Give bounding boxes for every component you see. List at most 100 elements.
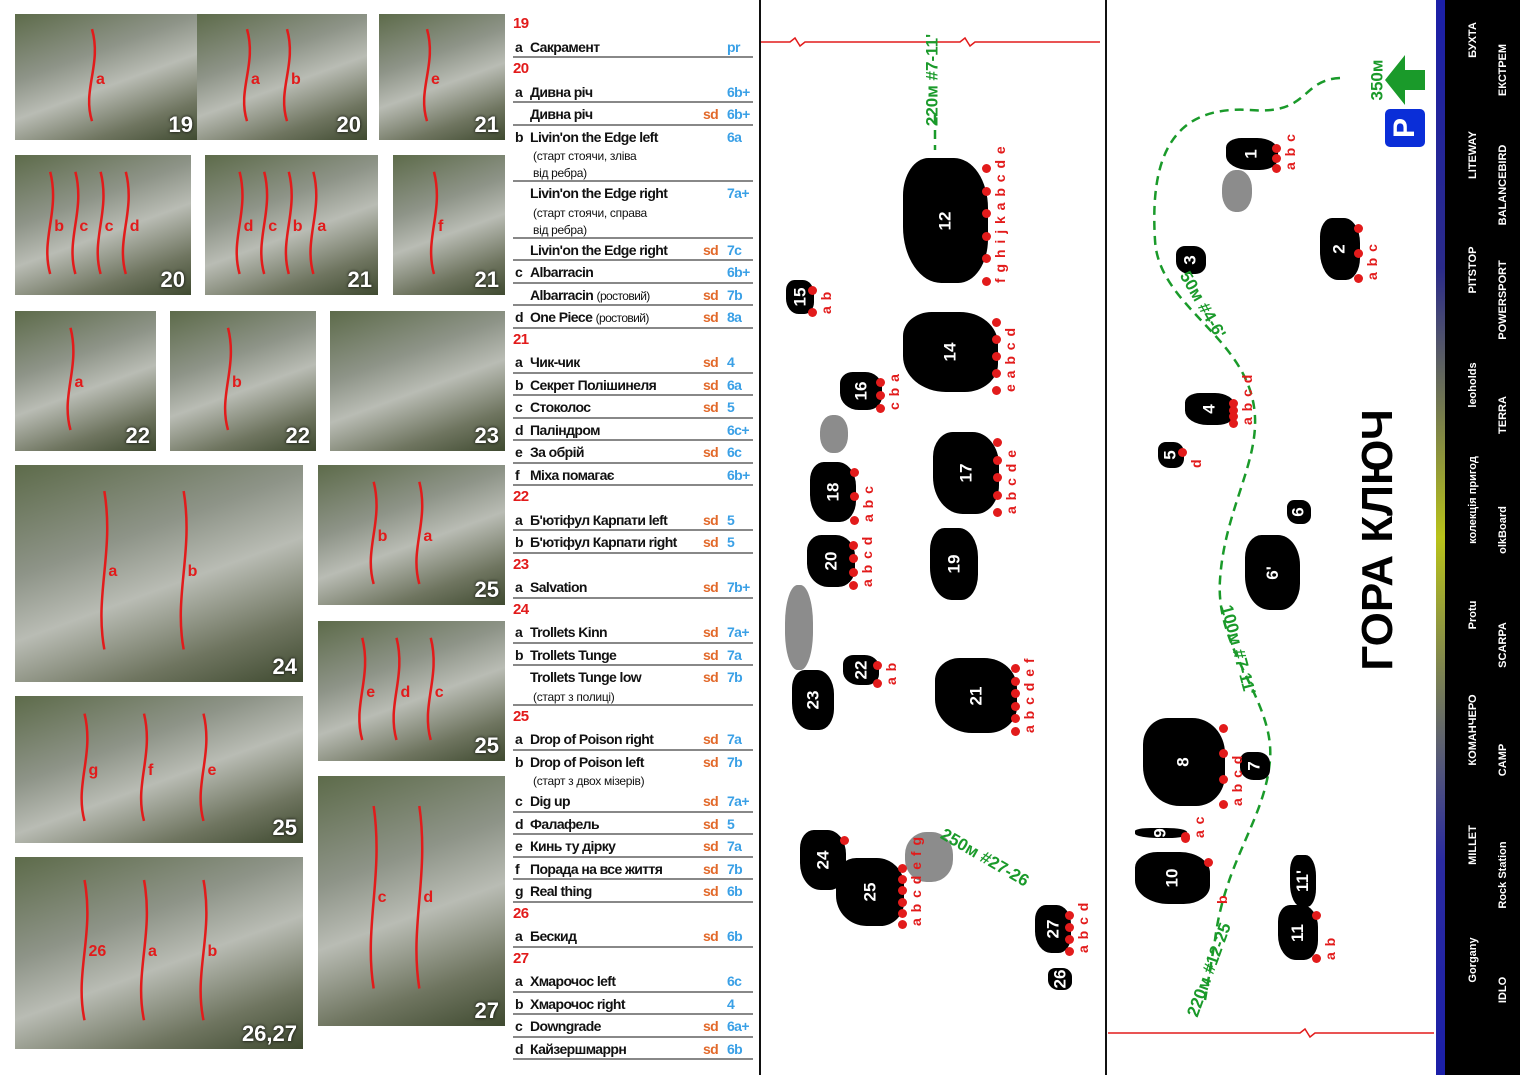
- sit-start-tag: sd: [703, 753, 719, 770]
- boulder-marker[interactable]: 25: [836, 858, 904, 926]
- route-name-text: Livin'on the Edge right: [530, 241, 668, 258]
- boulder-number: 7: [1245, 761, 1264, 771]
- boulder-number: 8: [1174, 757, 1193, 767]
- boulder-header: 27: [513, 949, 529, 967]
- route-name-text: Хмарочос right: [530, 995, 626, 1012]
- route-name: Порада на все життя: [530, 858, 663, 881]
- route-start-dot: [1272, 164, 1281, 173]
- route-letter: e: [431, 70, 440, 88]
- boulder-marker[interactable]: 9: [1135, 828, 1187, 838]
- boulder-marker[interactable]: 8: [1143, 718, 1225, 806]
- boulder-marker[interactable]: 26: [1048, 968, 1072, 990]
- sit-start-tag: sd: [703, 354, 719, 370]
- small-rock: [1222, 170, 1252, 212]
- route-start-dot: [982, 277, 991, 286]
- route-start-dot: [1065, 947, 1074, 956]
- boulder-marker[interactable]: 18: [810, 462, 856, 522]
- boulder-marker[interactable]: 1: [1226, 138, 1278, 170]
- route-start-dot: [849, 541, 858, 550]
- area-title: ГОРА КЛЮЧ: [1353, 409, 1402, 671]
- boulder-route-letters: c b a: [886, 373, 902, 410]
- boulder-marker[interactable]: 14: [903, 312, 998, 392]
- route-letter: a: [251, 70, 260, 88]
- boulder-marker[interactable]: 20: [807, 535, 855, 587]
- route-start-dot: [876, 404, 885, 413]
- route-letter: b: [515, 753, 524, 770]
- boulder-number: 14: [940, 342, 960, 362]
- route-start-dot: [1065, 911, 1074, 920]
- route-letter: a: [96, 70, 105, 88]
- route-letter: c: [268, 218, 278, 235]
- photo-label: 23: [474, 423, 499, 448]
- route-letter: c: [515, 793, 523, 809]
- route-start-dot: [1229, 405, 1238, 415]
- boulder-number: 23: [802, 690, 822, 710]
- boulder-marker[interactable]: 23: [792, 670, 834, 730]
- direction-arrow-icon: [1385, 55, 1425, 105]
- distance-label: 220м #7-11': [923, 34, 943, 126]
- boulder-number: 1: [1242, 149, 1261, 159]
- boulder-number: 12: [935, 211, 955, 230]
- boulder-route-letters: a b: [818, 290, 834, 314]
- route-name: Drop of Poison left: [530, 751, 644, 774]
- route-letter: e: [366, 684, 376, 701]
- boulder-marker[interactable]: 11: [1278, 905, 1318, 960]
- boulder-route-letters: a b c: [1282, 133, 1298, 170]
- boulder-route-letters: a b c d e f g: [908, 835, 924, 926]
- boulder-route-letters: a b: [883, 661, 899, 685]
- boulder-header: 26: [513, 904, 529, 922]
- sit-start-tag: sd: [703, 444, 719, 460]
- photo-label: 20: [160, 267, 185, 292]
- photo-label: 22: [285, 423, 310, 448]
- boulder-marker[interactable]: 7: [1240, 752, 1270, 780]
- route-letter: b: [292, 218, 303, 235]
- route-start-dot: [898, 886, 907, 896]
- route-letter: b: [187, 562, 198, 580]
- boulder-route-letters: a b c: [1364, 243, 1380, 280]
- boulder-marker[interactable]: 10: [1135, 852, 1210, 904]
- boulder-marker[interactable]: 2: [1320, 218, 1360, 280]
- route-start-dot: [1219, 749, 1228, 759]
- boulder-marker[interactable]: 12: [903, 158, 988, 283]
- route-start-dot: [1178, 448, 1187, 457]
- boulder-marker[interactable]: 3: [1176, 246, 1206, 274]
- route-start-dot: [993, 438, 1002, 447]
- route-note: (старт з полиці): [513, 689, 753, 706]
- route-letter: e: [207, 762, 217, 780]
- route-name: Б'ютіфул Карпати right: [530, 531, 677, 554]
- route-name: Б'ютіфул Карпати left: [530, 509, 668, 532]
- route-name-text: Стоколос: [530, 399, 591, 415]
- small-rock: [905, 832, 953, 882]
- route-start-dot: [1011, 727, 1020, 736]
- boulder-marker[interactable]: 11': [1290, 855, 1316, 907]
- boulder-number: 11: [1287, 923, 1307, 942]
- photo-label: 26,27: [241, 1021, 297, 1046]
- route-name-text: Чик-чик: [530, 354, 580, 370]
- route-letter: b: [515, 128, 524, 145]
- small-rock: [785, 585, 813, 670]
- route-start-dot: [898, 864, 907, 873]
- boulder-marker[interactable]: 17: [933, 432, 999, 514]
- boulder-route-letters: a b c d e: [1003, 448, 1019, 514]
- boulder-route-letters: a b c: [860, 485, 876, 522]
- boulder-marker[interactable]: 19: [930, 528, 978, 600]
- boulder-marker[interactable]: 6: [1287, 500, 1311, 524]
- boulder-marker[interactable]: 4: [1185, 393, 1235, 425]
- route-lines: [429, 171, 439, 275]
- boulder-marker[interactable]: 21: [935, 658, 1017, 733]
- route-start-dot: [1354, 249, 1363, 258]
- route-letter: d: [515, 815, 524, 832]
- route-letter: c: [515, 264, 523, 280]
- route-grade: 6b+: [727, 264, 750, 280]
- boulder-marker[interactable]: 16: [840, 372, 882, 410]
- boulder-marker[interactable]: 6': [1245, 535, 1300, 610]
